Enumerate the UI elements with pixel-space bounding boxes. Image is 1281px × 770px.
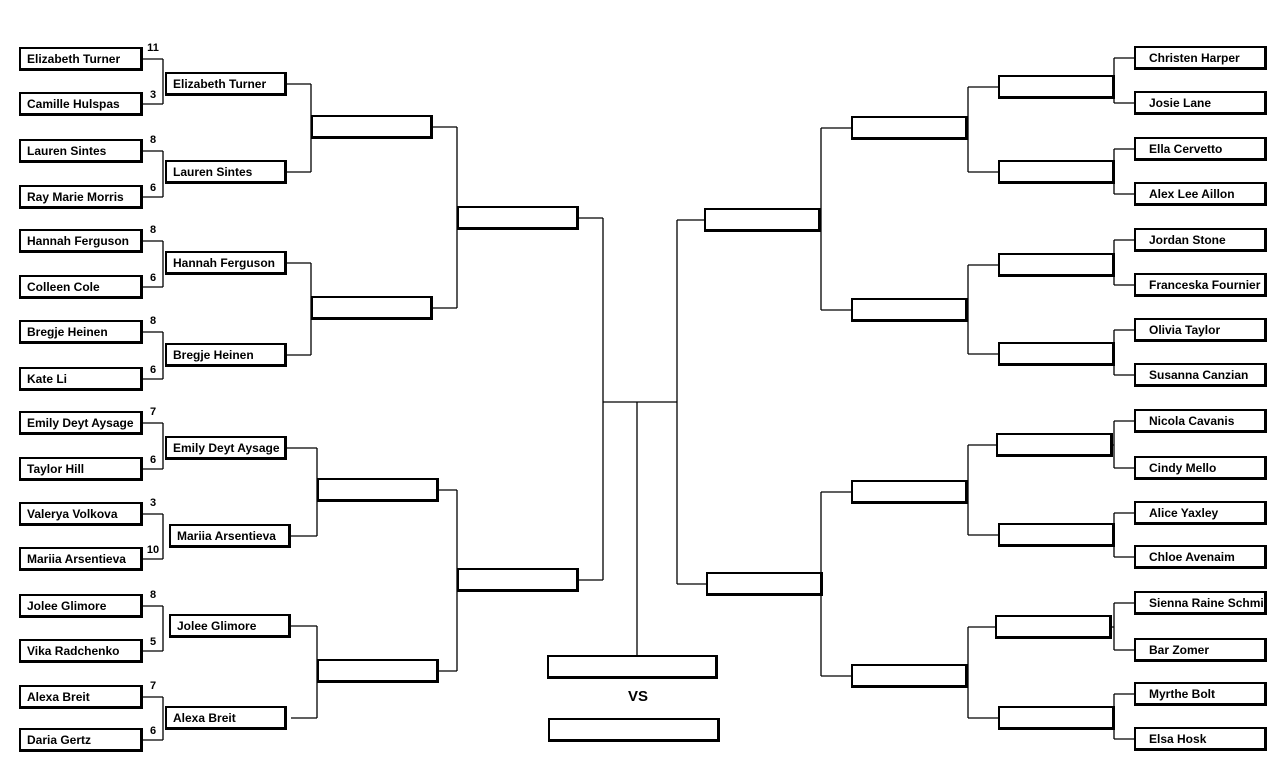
right-r1-competitor[interactable]: Cindy Mello xyxy=(1134,456,1267,480)
left-r1-competitor[interactable]: Camille Hulspas xyxy=(19,92,143,116)
left-r2-winner[interactable]: Emily Deyt Aysage xyxy=(165,436,287,460)
left-r1-competitor[interactable]: Taylor Hill xyxy=(19,457,143,481)
score-label: 5 xyxy=(149,636,157,648)
right-r1-competitor[interactable]: Franceska Fournier xyxy=(1134,273,1267,297)
right-r4-slot[interactable] xyxy=(706,572,823,596)
left-r1-competitor[interactable]: Bregje Heinen xyxy=(19,320,143,344)
right-r4-slot[interactable] xyxy=(704,208,821,232)
right-r1-competitor[interactable]: Elsa Hosk xyxy=(1134,727,1267,751)
left-r1-competitor[interactable]: Kate Li xyxy=(19,367,143,391)
right-r2-slot[interactable] xyxy=(998,75,1115,99)
score-label: 3 xyxy=(149,497,157,509)
vs-label: VS xyxy=(628,688,649,705)
left-r3-slot[interactable] xyxy=(311,115,433,139)
right-r1-competitor[interactable]: Alice Yaxley xyxy=(1134,501,1267,525)
left-r4-slot[interactable] xyxy=(457,206,579,230)
right-r1-competitor[interactable]: Bar Zomer xyxy=(1134,638,1267,662)
left-r1-competitor[interactable]: Colleen Cole xyxy=(19,275,143,299)
right-r1-competitor[interactable]: Nicola Cavanis xyxy=(1134,409,1267,433)
left-r2-winner[interactable]: Alexa Breit xyxy=(165,706,287,730)
left-r4-slot[interactable] xyxy=(457,568,579,592)
right-r2-slot[interactable] xyxy=(998,706,1115,730)
right-r1-competitor[interactable]: Myrthe Bolt xyxy=(1134,682,1267,706)
score-label: 7 xyxy=(149,406,157,418)
right-r3-slot[interactable] xyxy=(851,116,968,140)
right-r2-slot[interactable] xyxy=(995,615,1112,639)
left-r1-competitor[interactable]: Alexa Breit xyxy=(19,685,143,709)
left-r1-competitor[interactable]: Vika Radchenko xyxy=(19,639,143,663)
right-r3-slot[interactable] xyxy=(851,480,968,504)
score-label: 10 xyxy=(146,544,160,556)
score-label: 8 xyxy=(149,224,157,236)
left-r1-competitor[interactable]: Lauren Sintes xyxy=(19,139,143,163)
right-r1-competitor[interactable]: Sienna Raine Schmidt xyxy=(1134,591,1267,615)
right-r2-slot[interactable] xyxy=(998,253,1115,277)
left-r1-competitor[interactable]: Jolee Glimore xyxy=(19,594,143,618)
right-r2-slot[interactable] xyxy=(998,160,1115,184)
final-slot-bottom[interactable] xyxy=(548,718,720,742)
score-label: 8 xyxy=(149,315,157,327)
score-label: 6 xyxy=(149,454,157,466)
left-r1-competitor[interactable]: Daria Gertz xyxy=(19,728,143,752)
final-slot-top[interactable] xyxy=(547,655,718,679)
right-r3-slot[interactable] xyxy=(851,298,968,322)
right-r1-competitor[interactable]: Olivia Taylor xyxy=(1134,318,1267,342)
left-r2-winner[interactable]: Hannah Ferguson xyxy=(165,251,287,275)
score-label: 6 xyxy=(149,725,157,737)
right-r1-competitor[interactable]: Alex Lee Aillon xyxy=(1134,182,1267,206)
right-r1-competitor[interactable]: Ella Cervetto xyxy=(1134,137,1267,161)
left-r1-competitor[interactable]: Hannah Ferguson xyxy=(19,229,143,253)
right-r1-competitor[interactable]: Christen Harper xyxy=(1134,46,1267,70)
score-label: 3 xyxy=(149,89,157,101)
left-r3-slot[interactable] xyxy=(317,478,439,502)
left-r2-winner[interactable]: Jolee Glimore xyxy=(169,614,291,638)
right-r3-slot[interactable] xyxy=(851,664,968,688)
right-r1-competitor[interactable]: Chloe Avenaim xyxy=(1134,545,1267,569)
right-r2-slot[interactable] xyxy=(996,433,1113,457)
score-label: 11 xyxy=(147,42,159,54)
right-r2-slot[interactable] xyxy=(998,342,1115,366)
score-label: 8 xyxy=(149,134,157,146)
right-r2-slot[interactable] xyxy=(998,523,1115,547)
right-r1-competitor[interactable]: Susanna Canzian xyxy=(1134,363,1267,387)
left-r2-winner[interactable]: Mariia Arsentieva xyxy=(169,524,291,548)
left-r2-winner[interactable]: Bregje Heinen xyxy=(165,343,287,367)
score-label: 8 xyxy=(149,589,157,601)
left-r1-competitor[interactable]: Ray Marie Morris xyxy=(19,185,143,209)
left-r3-slot[interactable] xyxy=(311,296,433,320)
score-label: 7 xyxy=(149,680,157,692)
right-r1-competitor[interactable]: Josie Lane xyxy=(1134,91,1267,115)
right-r1-competitor[interactable]: Jordan Stone xyxy=(1134,228,1267,252)
left-r1-competitor[interactable]: Mariia Arsentieva xyxy=(19,547,143,571)
score-label: 6 xyxy=(149,364,157,376)
left-r2-winner[interactable]: Elizabeth Turner xyxy=(165,72,287,96)
score-label: 6 xyxy=(149,182,157,194)
left-r3-slot[interactable] xyxy=(317,659,439,683)
left-r1-competitor[interactable]: Emily Deyt Aysage xyxy=(19,411,143,435)
left-r1-competitor[interactable]: Valerya Volkova xyxy=(19,502,143,526)
score-label: 6 xyxy=(149,272,157,284)
left-r2-winner[interactable]: Lauren Sintes xyxy=(165,160,287,184)
left-r1-competitor[interactable]: Elizabeth Turner xyxy=(19,47,143,71)
